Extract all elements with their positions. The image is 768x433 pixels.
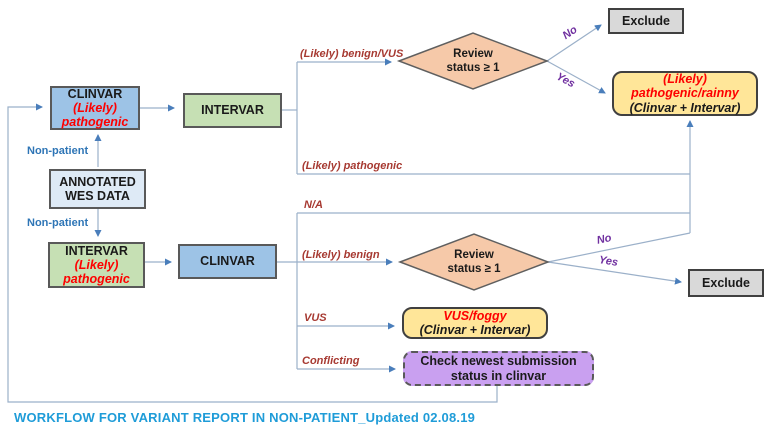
node-sublabel: (Clinvar + Intervar) — [419, 323, 531, 337]
node-sublabel: pathogenic/rainny — [631, 86, 739, 101]
diamond-label: status ≥ 1 — [447, 263, 501, 275]
node-annotated-wes-data: ANNOTATED WES DATA — [49, 169, 146, 209]
diamond-label: Review — [454, 248, 494, 261]
node-sublabel: (Likely) — [663, 72, 707, 87]
node-label: Exclude — [622, 13, 670, 28]
node-sublabel: VUS/foggy — [443, 308, 507, 323]
node-label: INTERVAR — [65, 243, 128, 258]
node-label: CLINVAR — [200, 254, 255, 269]
node-review-status-bottom: Review status ≥ 1 — [400, 234, 548, 290]
node-sublabel: (Likely) — [73, 100, 117, 115]
edge-label-na: N/A — [304, 199, 323, 211]
node-intervar-bottom: INTERVAR (Likely) pathogenic — [48, 242, 145, 288]
review-diamond-top-shape — [396, 32, 550, 90]
edge-label-vus: VUS — [304, 312, 327, 324]
edge-label-benign-vus: (Likely) benign/VUS — [300, 48, 404, 60]
node-clinvar-bottom: CLINVAR — [178, 244, 277, 279]
node-label: WES DATA — [65, 189, 130, 203]
node-sublabel: pathogenic — [63, 272, 130, 287]
node-label: Check newest submission — [420, 354, 577, 369]
node-label: CLINVAR — [67, 86, 123, 101]
node-vus-result: VUS/foggy (Clinvar + Intervar) — [402, 307, 548, 339]
node-sublabel: (Likely) — [74, 257, 119, 272]
node-intervar-top: INTERVAR — [183, 93, 282, 128]
node-label: INTERVAR — [201, 103, 264, 118]
node-clinvar-top: CLINVAR (Likely) pathogenic — [50, 86, 140, 130]
edge-label-pathogenic: (Likely) pathogenic — [302, 160, 403, 172]
diamond-label: status ≥ 1 — [446, 62, 500, 74]
node-exclude-top: Exclude — [608, 8, 684, 34]
review-diamond-bottom-shape — [397, 233, 551, 291]
edge-label-non-patient-bottom: Non-patient — [27, 217, 89, 229]
edge-label-benign: (Likely) benign — [302, 249, 380, 261]
edge-label-non-patient-top: Non-patient — [27, 145, 89, 157]
node-sublabel: (Clinvar + Intervar) — [629, 100, 741, 115]
node-label: ANNOTATED — [59, 174, 136, 189]
node-label: status in clinvar — [450, 368, 547, 383]
edge-label-conflicting: Conflicting — [302, 355, 360, 367]
node-pathogenic-result: (Likely) pathogenic/rainny (Clinvar + In… — [612, 71, 758, 116]
node-exclude-bottom: Exclude — [688, 269, 764, 297]
node-sublabel: pathogenic — [61, 115, 129, 130]
node-review-status-top: Review status ≥ 1 — [399, 33, 547, 89]
node-label: Exclude — [702, 275, 750, 290]
node-check-submission: Check newest submission status in clinva… — [403, 351, 594, 386]
diamond-label: Review — [453, 47, 493, 60]
diagram-title: WORKFLOW FOR VARIANT REPORT IN NON-PATIE… — [14, 410, 476, 425]
